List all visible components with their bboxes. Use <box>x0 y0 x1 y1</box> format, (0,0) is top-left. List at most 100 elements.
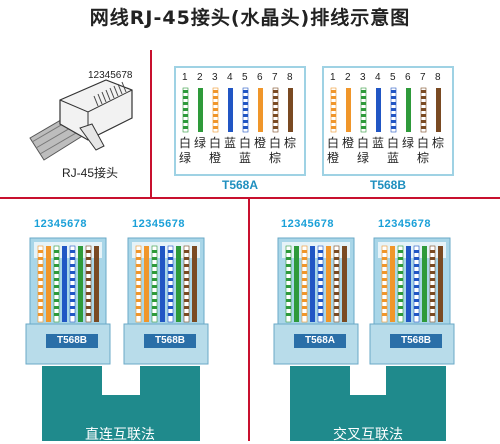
rj45-label: RJ-45接头 <box>62 166 119 180</box>
crossover-left-connector-wire-stripe <box>302 292 307 295</box>
t568b-wire-stripe <box>361 126 366 129</box>
t568b-wire-stripe <box>361 120 366 123</box>
crossover-right-connector-wire-stripe <box>414 313 419 316</box>
crossover-right-connector-wire-stripe <box>398 257 403 260</box>
straight-left-connector-wire-stripe <box>86 278 91 281</box>
straight-left-connector-wire-7 <box>85 245 92 323</box>
t568a-wire-stripe <box>273 120 278 123</box>
t568b-wire-color-5: 白 <box>387 136 400 150</box>
crossover-right-connector-wire-7 <box>429 245 436 323</box>
straight-right-connector-wire-stripe <box>136 250 141 253</box>
t568b-wire-stripe <box>421 120 426 123</box>
crossover-right-connector-wire-stripe <box>382 292 387 295</box>
crossover-right-connector-wire-stripe <box>414 278 419 281</box>
straight-left-connector-wire-stripe <box>70 306 75 309</box>
t568b-wire-stripe <box>331 108 336 111</box>
straight-left-connector-contacts <box>34 242 102 258</box>
crossover-right-connector-wire-stripe <box>430 306 435 309</box>
crossover-right-pin-numbers: 12345678 <box>378 218 431 230</box>
straight-right-connector-wire-stripe <box>168 306 173 309</box>
t568b-wire-stripe <box>391 126 396 129</box>
straight-left-connector-wire-4 <box>62 246 67 322</box>
t568a-wire-stripe <box>273 114 278 117</box>
straight-right-connector-wire-stripe <box>184 271 189 274</box>
straight-right-connector-wire-stripe <box>168 285 173 288</box>
t568b-wire-4 <box>376 88 381 132</box>
crossover-left-connector-wire-stripe <box>318 250 323 253</box>
t568a-wire-stripe <box>213 126 218 129</box>
crossover-left-connector-wire-stripe <box>334 271 339 274</box>
straight-left-connector-wire-stripe <box>86 313 91 316</box>
straight-left-connector-wire-stripe <box>70 285 75 288</box>
straight-left-connector-wire-stripe <box>86 306 91 309</box>
crossover-right-connector-wire-stripe <box>382 313 387 316</box>
t568b-wire-color-3: 白 <box>357 136 370 150</box>
crossover-left-connector-wire-stripe <box>302 271 307 274</box>
crossover-right-connector-wire-stripe <box>382 299 387 302</box>
t568b-wire-stripe <box>391 96 396 99</box>
t568a-wire-pair-3: 橙 <box>209 151 222 165</box>
t568b-wire-stripe <box>361 102 366 105</box>
t568a-wire-color-2: 绿 <box>194 136 207 150</box>
t568a-wire-stripe <box>243 102 248 105</box>
crossover-left-connector-wire-stripe <box>318 271 323 274</box>
crossover-right-connector-wire-stripe <box>382 306 387 309</box>
crossover-right-connector-wire-stripe <box>398 306 403 309</box>
crossover-left-connector-wire-stripe <box>334 306 339 309</box>
t568a-wire-color-8: 棕 <box>284 136 297 150</box>
crossover-right-connector-wire-stripe <box>382 278 387 281</box>
t568b-wire-2 <box>346 88 351 132</box>
straight-left-connector-wire-8 <box>94 246 99 322</box>
crossover-right-connector-wire-stripe <box>414 257 419 260</box>
straight-right-connector-wire-stripe <box>136 292 141 295</box>
straight-left-connector-wire-stripe <box>54 313 59 316</box>
crossover-left-connector-wire-stripe <box>318 306 323 309</box>
t568a-wire-stripe <box>213 108 218 111</box>
crossover-right-connector-wire-stripe <box>414 292 419 295</box>
crossover-left-connector-wire-stripe <box>286 271 291 274</box>
divider-vertical-top <box>150 50 152 198</box>
t568b-wire-6 <box>406 88 411 132</box>
t568b-wire-stripe <box>421 108 426 111</box>
t568a-wire-stripe <box>213 102 218 105</box>
t568b-wire-pair-5: 蓝 <box>387 151 400 165</box>
crossover-right-connector-wire-stripe <box>430 271 435 274</box>
straight-left-connector-wire-stripe <box>86 257 91 260</box>
straight-right-connector-wire-stripe <box>184 257 189 260</box>
straight-right-connector-wire-stripe <box>168 299 173 302</box>
straight-right-connector-wire-2 <box>144 246 149 322</box>
t568b-pin-7: 7 <box>420 72 426 83</box>
straight-left-connector-wire-stripe <box>38 278 43 281</box>
t568a-wire-stripe <box>183 90 188 93</box>
straight-left-connector-wire-stripe <box>70 271 75 274</box>
t568b-wire-color-8: 棕 <box>432 136 445 150</box>
straight-right-connector-wire-stripe <box>136 285 141 288</box>
crossover-right-connector-wire-stripe <box>382 250 387 253</box>
crossover-right-tag: T568B <box>390 334 442 348</box>
t568b-wire-stripe <box>331 102 336 105</box>
straight-left-connector-wire-stripe <box>54 285 59 288</box>
crossover-left-connector-wire-stripe <box>334 278 339 281</box>
straight-left-connector-wire-5 <box>69 245 76 323</box>
t568a-wire-pair-1: 绿 <box>179 151 192 165</box>
crossover-left-connector-wire-stripe <box>286 313 291 316</box>
straight-left-connector-wire-stripe <box>70 257 75 260</box>
straight-right-connector-wire-stripe <box>184 292 189 295</box>
straight-right-connector-wire-stripe <box>168 313 173 316</box>
t568a-wire-color-1: 白 <box>179 136 192 150</box>
crossover-right-connector-wire-stripe <box>414 285 419 288</box>
straight-left-connector-wire-stripe <box>38 306 43 309</box>
crossover-right-connector-wire-stripe <box>382 285 387 288</box>
t568b-wire-stripe <box>331 120 336 123</box>
divider-horizontal <box>0 197 500 199</box>
straight-right-pin-numbers: 12345678 <box>132 218 185 230</box>
straight-left-connector-wire-stripe <box>54 257 59 260</box>
t568b-wire-stripe <box>421 114 426 117</box>
straight-right-connector-wire-stripe <box>136 271 141 274</box>
straight-right-connector-wire-stripe <box>184 313 189 316</box>
t568b-box <box>322 66 454 176</box>
